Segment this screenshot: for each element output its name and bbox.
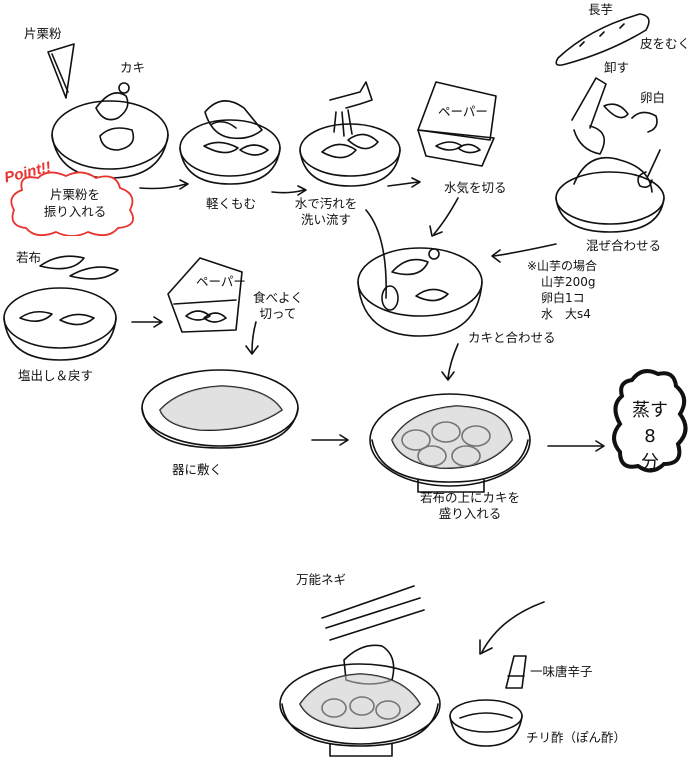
label-kaki-awase: カキと合わせる: [468, 330, 556, 345]
bowl-massage-icon: [179, 100, 281, 185]
bowl-combine-icon: [357, 209, 483, 337]
label-shiodashi: 塩出し＆戻す: [18, 368, 94, 383]
label-moriire-2: 盛り入れる: [438, 506, 502, 521]
label-banno-negi: 万能ネギ: [296, 572, 347, 587]
arrow-4-icon: [429, 197, 459, 237]
nagaimo-icon: [555, 13, 650, 66]
paper-drain-icon: [417, 81, 497, 167]
arrow-7-icon: [131, 316, 163, 328]
label-nagaimo: 長芋: [588, 2, 614, 17]
bowl-oysters-icon: [51, 82, 169, 179]
point-bubble-icon: [10, 171, 134, 236]
label-ranpaku: 卵白: [640, 90, 666, 105]
note-title: ※山芋の場合: [527, 259, 598, 273]
point-line-2: 振り入れる: [43, 204, 107, 219]
label-wakame: 若布: [16, 250, 42, 265]
label-paper-1: ペーパー: [438, 104, 488, 119]
label-mazeawase: 混ぜ合わせる: [586, 238, 662, 253]
bowl-wakame-icon: [3, 255, 119, 361]
label-karuku-momu: 軽くもむ: [206, 196, 257, 211]
label-katakuriko: 片栗粉: [24, 26, 62, 41]
label-paper-2: ペーパー: [196, 274, 246, 289]
label-taberu-1: 食べよく: [252, 290, 303, 305]
ichimi-bottle-icon: [505, 655, 527, 689]
arrow-8-icon: [245, 321, 259, 355]
steam-line-3: 分: [641, 452, 659, 473]
label-kaki: カキ: [120, 60, 146, 75]
label-utsuwa: 器に敷く: [172, 462, 223, 477]
label-moriire-1: 若布の上にカキを: [419, 490, 520, 505]
label-mizu-arai-2: 洗い流す: [300, 212, 351, 227]
label-moriire: 若布の上にカキを 盛り入れる: [408, 490, 532, 522]
arrow-3-icon: [387, 177, 421, 188]
steam-cloud-icon: [612, 369, 688, 473]
scallion-icon: [321, 585, 425, 641]
label-taberu: 食べよく 切って: [248, 290, 308, 322]
steam-line-1: 蒸す: [632, 400, 668, 421]
arrow-9-icon: [311, 434, 349, 446]
note-line-2: 卵白1コ: [541, 291, 585, 305]
steam-line-2: 8: [644, 426, 656, 447]
point-text: 片栗粉を 振り入れる: [40, 186, 110, 220]
label-orosu: 卸す: [604, 60, 630, 75]
arrow-11-icon: [479, 601, 545, 655]
bowl-mixing-icon: [555, 77, 665, 233]
label-taberu-2: 切って: [259, 306, 297, 321]
label-ichimi: 一味唐辛子: [530, 664, 593, 679]
note-line-3: 水 大s4: [541, 307, 591, 321]
arrow-2-icon: [271, 185, 307, 196]
katakuriko-packet-icon: [47, 43, 75, 99]
yamaimo-note: ※山芋の場合 山芋200g 卵白1コ 水 大s4: [527, 258, 597, 322]
steam-text: 蒸す 8 分: [632, 398, 668, 476]
arrow-5-icon: [491, 243, 557, 263]
ponzu-bowl-icon: [449, 699, 523, 747]
label-mizu-arai-1: 水で汚れを: [294, 196, 358, 211]
arrow-10-icon: [547, 440, 605, 452]
paper-wakame-icon: [167, 257, 243, 333]
label-kawa-wo-muku: 皮をむく: [640, 36, 691, 51]
arrow-1-icon: [139, 179, 189, 190]
arrow-6-icon: [441, 343, 459, 381]
point-line-1: 片栗粉を: [49, 187, 100, 202]
label-chirizu: チリ酢（ぽん酢）: [526, 730, 627, 745]
label-mizu-arai: 水で汚れを 洗い流す: [284, 196, 368, 228]
bowl-washing-icon: [299, 81, 401, 187]
note-line-1: 山芋200g: [541, 275, 596, 289]
label-mizuke: 水気を切る: [444, 180, 507, 195]
